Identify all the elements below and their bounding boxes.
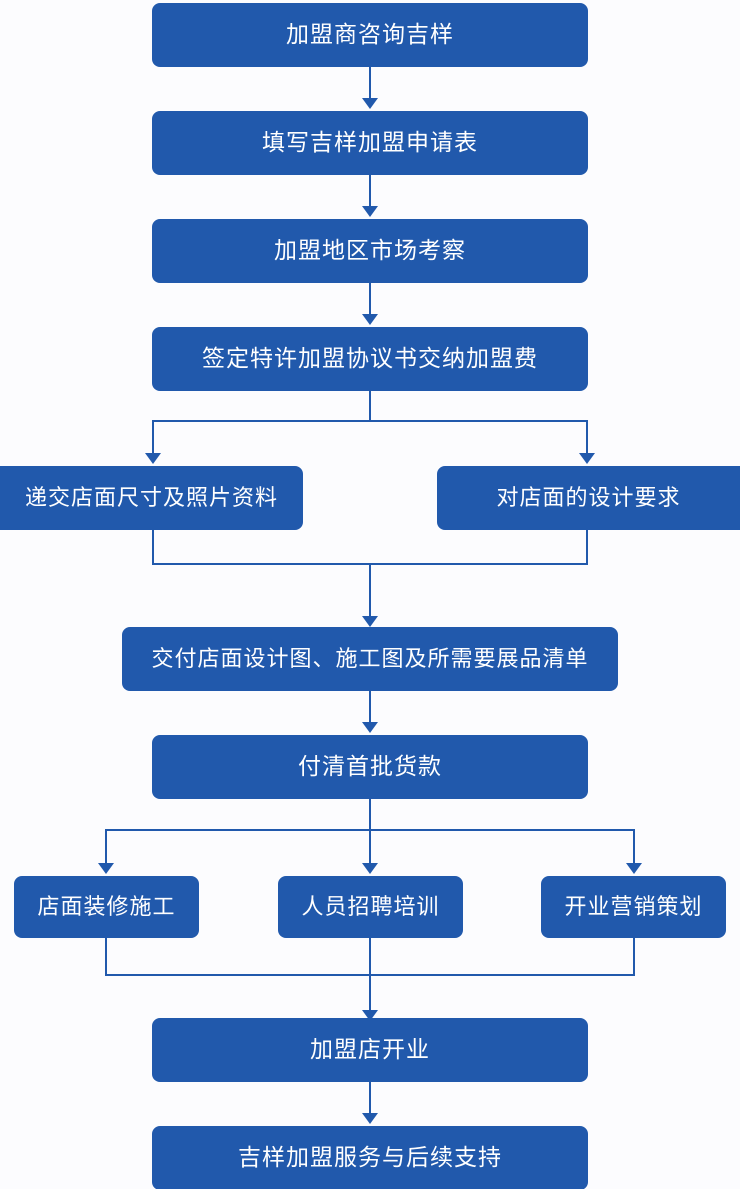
- edge-merge-n6-arrow: [362, 616, 378, 627]
- edge-n2-n3-arrow: [362, 206, 378, 217]
- node-sign-agreement-pay-fee[interactable]: 签定特许加盟协议书交纳加盟费: [152, 327, 588, 391]
- edge-n3-n4-line: [369, 283, 371, 316]
- node-fill-application-form[interactable]: 填写吉样加盟申请表: [152, 111, 588, 175]
- node-opening-marketing-plan[interactable]: 开业营销策划: [541, 876, 726, 938]
- edge-n1-n2-line: [369, 67, 371, 100]
- edge-n4-n5a-arrow: [145, 453, 161, 464]
- edge-split2-right-drop: [633, 829, 635, 865]
- edge-n3-n4-arrow: [362, 314, 378, 325]
- edge-n4-n5b-arrow: [579, 453, 595, 464]
- node-store-renovation[interactable]: 店面装修施工: [14, 876, 199, 938]
- edge-merge2-to-n9-stem: [369, 974, 371, 1014]
- node-consult-franchise[interactable]: 加盟商咨询吉样: [152, 3, 588, 67]
- node-staff-recruitment-training[interactable]: 人员招聘培训: [278, 876, 463, 938]
- node-submit-store-dimensions[interactable]: 递交店面尺寸及照片资料: [0, 466, 303, 530]
- node-pay-first-order[interactable]: 付清首批货款: [152, 735, 588, 799]
- node-after-sales-support[interactable]: 吉样加盟服务与后续支持: [152, 1126, 588, 1189]
- edge-n9-n10-line: [369, 1082, 371, 1115]
- edge-split-bus-1: [152, 420, 588, 422]
- node-store-design-requirements[interactable]: 对店面的设计要求: [437, 466, 740, 530]
- edge-n4-bus-stem: [369, 391, 371, 422]
- node-deliver-design-drawings[interactable]: 交付店面设计图、施工图及所需要展品清单: [122, 627, 618, 691]
- edge-split-left-drop: [152, 420, 154, 455]
- edge-n7-n8a-arrow: [98, 863, 114, 874]
- edge-n8b-merge-riser: [369, 938, 371, 976]
- edge-n7-n8b-arrow: [362, 863, 378, 874]
- edge-n6-n7-line: [369, 691, 371, 724]
- edge-n5b-merge-riser: [586, 530, 588, 565]
- edge-split2-left-drop: [105, 829, 107, 865]
- edge-n6-n7-arrow: [362, 722, 378, 733]
- node-store-opening[interactable]: 加盟店开业: [152, 1018, 588, 1082]
- edge-n1-n2-arrow: [362, 98, 378, 109]
- edge-n5a-merge-riser: [152, 530, 154, 565]
- edge-n8c-merge-riser: [633, 938, 635, 976]
- edge-n9-n10-arrow: [362, 1113, 378, 1124]
- edge-split2-center-drop: [369, 829, 371, 865]
- node-market-research[interactable]: 加盟地区市场考察: [152, 219, 588, 283]
- edge-n2-n3-line: [369, 175, 371, 208]
- edge-n7-bus-stem: [369, 799, 371, 831]
- edge-n7-n8c-arrow: [626, 863, 642, 874]
- edge-merge-n9-arrow: [362, 1010, 378, 1021]
- edge-split-right-drop: [586, 420, 588, 455]
- edge-merge-to-n6-stem: [369, 563, 371, 620]
- edge-n8a-merge-riser: [105, 938, 107, 976]
